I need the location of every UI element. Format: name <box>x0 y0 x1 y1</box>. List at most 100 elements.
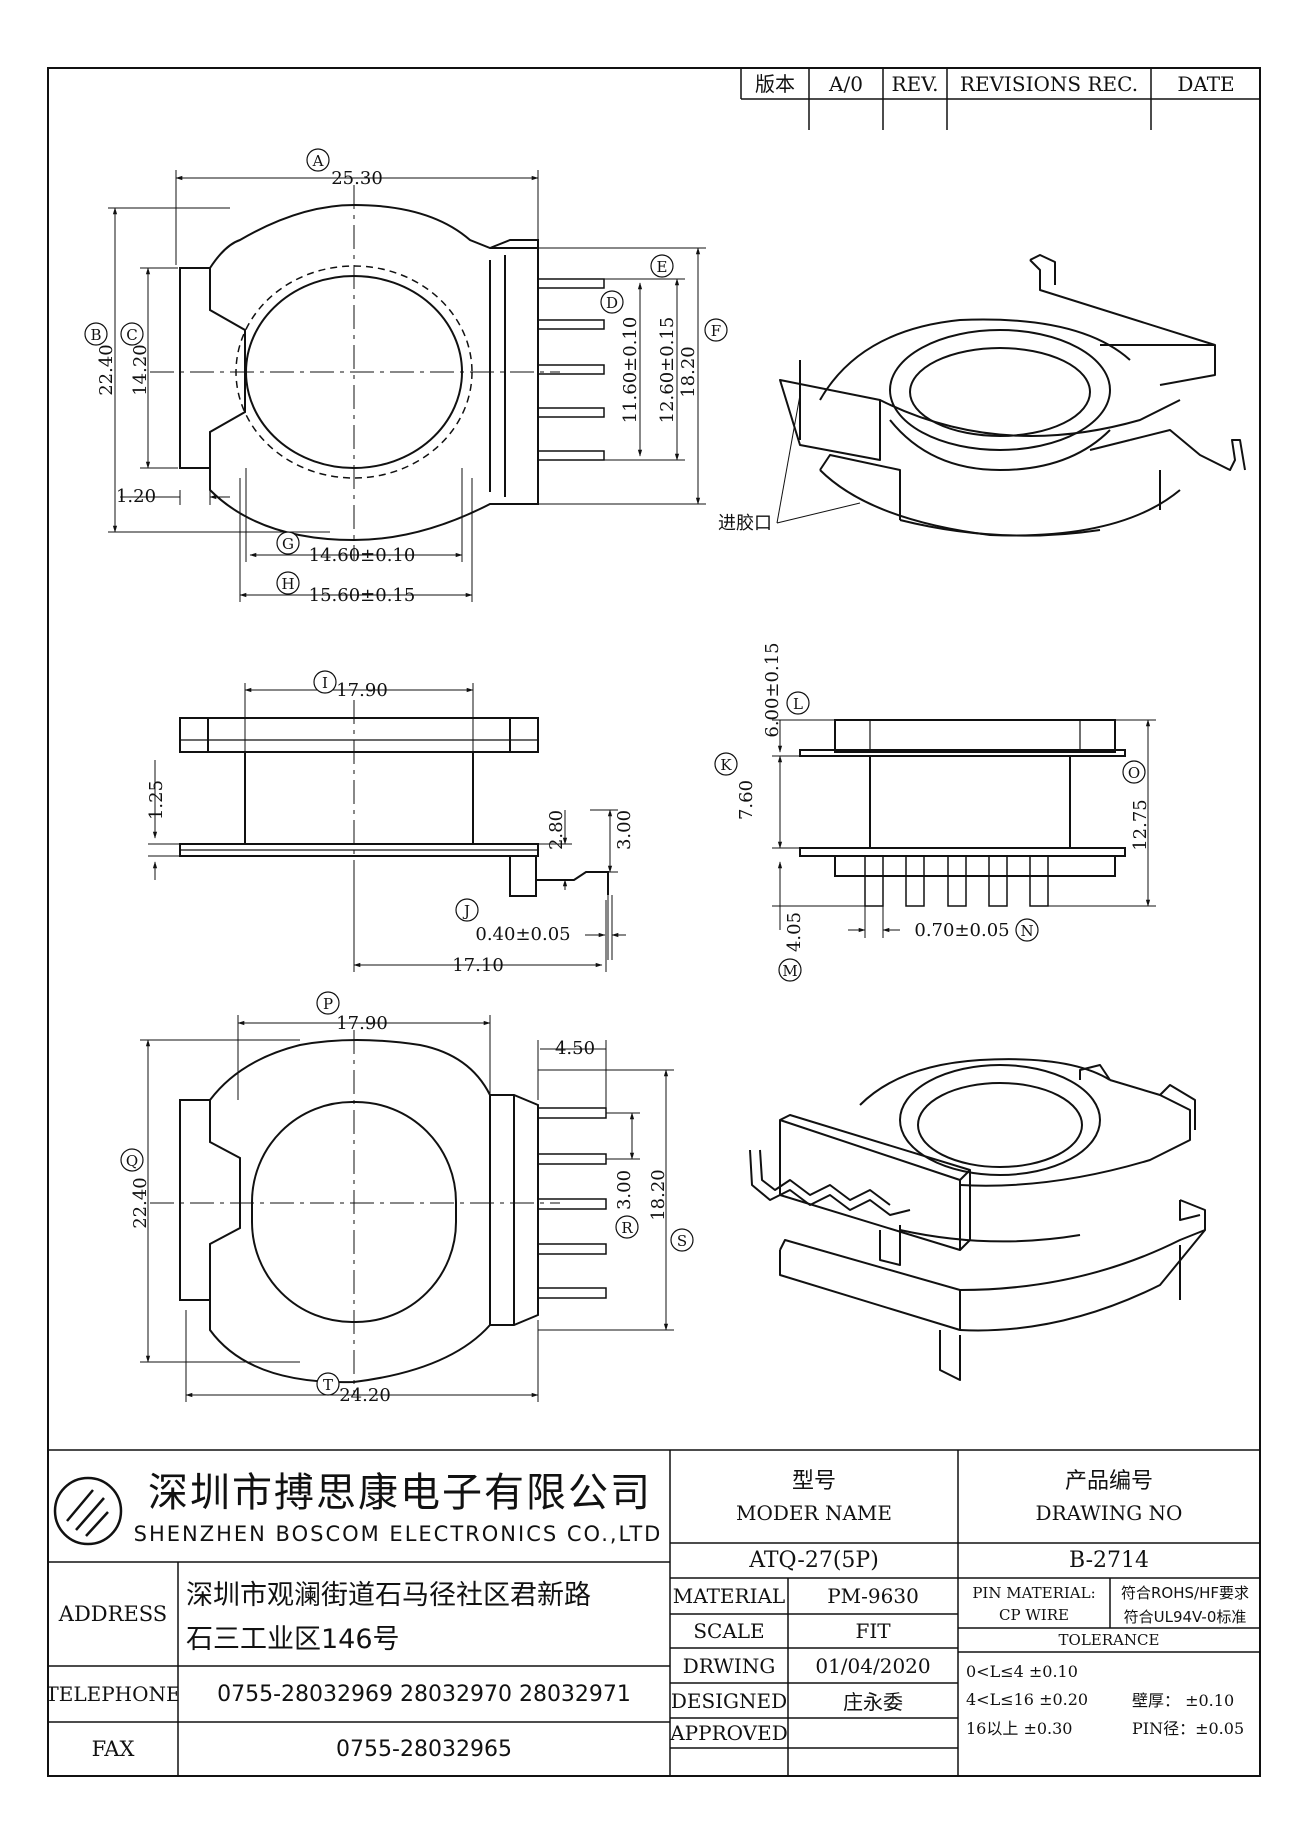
material-value: PM-9630 <box>827 1584 919 1608</box>
designed-label: DESIGNED <box>670 1688 788 1713</box>
dim-k-value: 7.60 <box>736 780 757 820</box>
callout-d: D <box>606 294 618 312</box>
bottom-view-dims <box>140 1015 674 1402</box>
company-name-en: SHENZHEN BOSCOM ELECTRONICS CO.,LTD <box>133 1522 663 1546</box>
dim-17-10: 17.10 <box>452 955 504 976</box>
callout-o: O <box>1128 764 1140 782</box>
address-line-2: 石三工业区146号 <box>186 1623 400 1655</box>
drawing-no-value: B-2714 <box>1069 1548 1149 1573</box>
gate-leader <box>776 394 861 524</box>
rev-version-value: A/0 <box>828 72 863 96</box>
dim-flange-gap: 1.25 <box>146 780 167 820</box>
model-value: ATQ-27(5P) <box>749 1548 879 1573</box>
dim-c-value: 14.20 <box>130 344 151 396</box>
bottom-view-dim-labels: P 17.90 4.50 Q 22.40 3.00 R 18.20 S T 24… <box>120 991 694 1406</box>
rohs-note: 符合ROHS/HF要求 <box>1121 1583 1249 1602</box>
dim-j-value: 0.40±0.05 <box>475 924 570 945</box>
callout-t: T <box>323 1376 333 1394</box>
telephone-label: TELEPHONE <box>48 1682 178 1706</box>
drawing-date-label: DRWING <box>682 1653 776 1678</box>
dim-o-value: 12.75 <box>1130 799 1151 851</box>
title-block-grid <box>48 1449 1260 1776</box>
drawing-date-value: 01/04/2020 <box>815 1653 931 1678</box>
fax-label: FAX <box>91 1737 135 1761</box>
tolerance-row-1: 0<L≤4 ±0.10 <box>966 1661 1078 1681</box>
drawing-no-label-cn: 产品编号 <box>1064 1469 1153 1494</box>
dim-l-value: 6.00±0.15 <box>762 642 783 737</box>
rev-version-label: 版本 <box>755 72 795 96</box>
callout-j: J <box>462 902 470 920</box>
front-view-dim-labels: I 17.90 1.25 2.80 3.00 J 0.40±0.05 17.10 <box>146 670 635 976</box>
sheet-border <box>47 67 1261 1777</box>
dim-left-offset: 1.20 <box>116 486 156 507</box>
top-view-dim-labels: A 25.30 B 22.40 C 14.20 1.20 D 11.60±0.1… <box>84 148 728 606</box>
callout-g: G <box>282 535 294 553</box>
tolerance-row-2: 4<L≤16 ±0.20 <box>966 1689 1089 1709</box>
ul-note: 符合UL94V-0标准 <box>1123 1607 1247 1626</box>
dim-i-value: 17.90 <box>336 680 388 701</box>
dim-a-value: 25.30 <box>331 168 383 189</box>
dim-pin-h2: 3.00 <box>614 810 635 850</box>
scale-label: SCALE <box>693 1619 765 1643</box>
callout-k: K <box>720 756 732 774</box>
dim-r-value: 3.00 <box>614 1170 635 1210</box>
scale-value: FIT <box>855 1619 891 1643</box>
model-label-en: MODER NAME <box>736 1501 892 1525</box>
dim-b-value: 22.40 <box>96 344 117 396</box>
callout-h: H <box>281 575 294 593</box>
dim-s-value: 18.20 <box>648 1169 669 1221</box>
callout-f: F <box>711 322 721 340</box>
callout-l: L <box>793 695 803 713</box>
rev-label: REV. <box>892 72 939 96</box>
callout-p: P <box>323 995 333 1013</box>
dim-e-value: 12.60±0.15 <box>657 317 678 424</box>
dim-q-value: 22.40 <box>130 1177 151 1229</box>
model-label-cn: 型号 <box>791 1469 836 1494</box>
isometric-view-top <box>779 254 1246 537</box>
top-view <box>150 185 605 560</box>
date-label: DATE <box>1177 72 1234 96</box>
side-view-dims <box>772 719 1156 938</box>
callout-n: N <box>1020 922 1033 940</box>
revision-block <box>740 68 1260 130</box>
address-label: ADDRESS <box>58 1602 168 1626</box>
company-logo <box>53 1476 123 1546</box>
designed-value: 庄永委 <box>843 1690 903 1714</box>
callout-c: C <box>126 326 137 344</box>
dim-d-value: 11.60±0.10 <box>620 317 641 424</box>
dim-f-value: 18.20 <box>678 346 699 398</box>
tolerance-label: TOLERANCE <box>1058 1631 1160 1649</box>
telephone-value: 0755-28032969 28032970 28032971 <box>217 1681 631 1707</box>
front-view <box>179 700 609 897</box>
dim-h-value: 15.60±0.15 <box>309 585 416 606</box>
dim-m-value: 4.05 <box>784 912 805 952</box>
callout-e: E <box>657 258 668 276</box>
tolerance-row-3: 16以上 ±0.30 <box>966 1719 1073 1738</box>
side-view <box>799 719 1126 907</box>
bottom-view <box>150 1030 607 1395</box>
pin-material-label: PIN MATERIAL: <box>972 1584 1096 1602</box>
dim-pin-h1: 2.80 <box>546 810 567 850</box>
callout-s: S <box>677 1232 687 1250</box>
callout-q: Q <box>126 1152 138 1170</box>
callout-r: R <box>621 1219 633 1237</box>
address-line-1: 深圳市观澜街道石马径社区君新路 <box>186 1579 591 1611</box>
top-view-dims <box>108 170 706 602</box>
pin-material-value: CP WIRE <box>999 1606 1069 1624</box>
isometric-view-bottom <box>749 1058 1206 1381</box>
callout-b: B <box>90 326 101 344</box>
material-label: MATERIAL <box>672 1584 786 1608</box>
callout-m: M <box>782 962 797 980</box>
side-view-dim-labels: K 7.60 L 6.00±0.15 M 4.05 0.70±0.05 N O … <box>714 642 1151 982</box>
callout-a: A <box>312 152 324 170</box>
approved-value <box>788 1718 958 1748</box>
gate-label: 进胶口 <box>718 513 772 534</box>
front-view-dims <box>148 683 626 972</box>
revisions-rec-label: REVISIONS REC. <box>960 72 1138 96</box>
pin-diameter-tolerance: PIN径：±0.05 <box>1132 1719 1245 1738</box>
dim-g-value: 14.60±0.10 <box>309 545 416 566</box>
drawing-no-label-en: DRAWING NO <box>1035 1501 1183 1525</box>
dim-pin-len: 4.50 <box>555 1038 595 1059</box>
